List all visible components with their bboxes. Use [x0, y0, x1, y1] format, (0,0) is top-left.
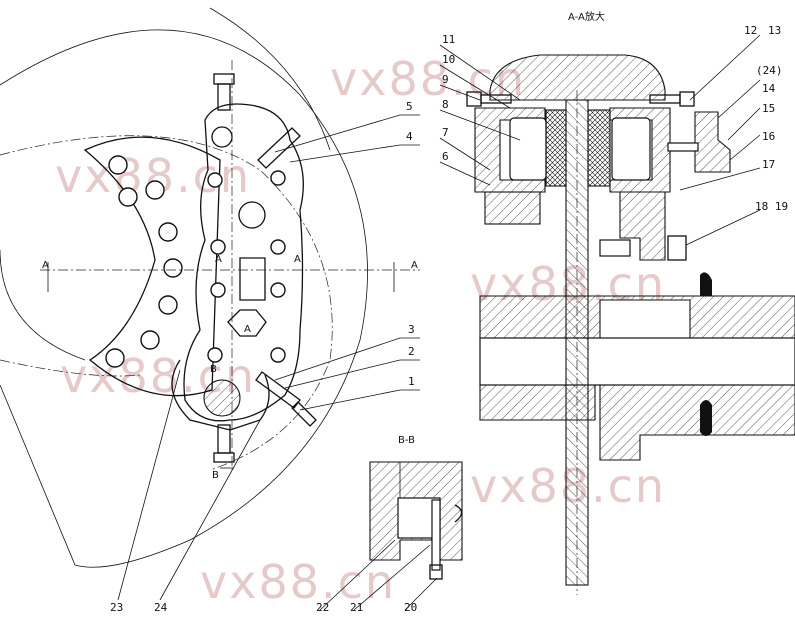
right-mount [619, 191, 666, 261]
callout-2: 2 [408, 345, 415, 358]
leader-lines-right [439, 34, 761, 246]
callout-23: 23 [110, 601, 123, 614]
flange-hole [163, 258, 183, 278]
left-mount [484, 191, 541, 225]
bolt-shank [649, 94, 681, 104]
section-marker-a-center: A [244, 324, 251, 335]
callout-18-19: 18 19 [755, 200, 788, 213]
caliper-bore [211, 126, 233, 148]
caliper-hole [270, 282, 286, 298]
callout-10: 10 [442, 53, 455, 66]
caliper-hole [210, 282, 226, 298]
callout-4: 4 [406, 130, 413, 143]
right-pad [587, 109, 611, 187]
seal-ring-top [700, 272, 712, 296]
seal-ring [700, 400, 712, 436]
callout-15: 15 [762, 102, 775, 115]
hex-nut [227, 309, 267, 337]
caliper-body [183, 103, 304, 422]
upper-fitting [257, 127, 301, 169]
watermark-text: vx88.cn [200, 555, 396, 609]
mount-bolt-head [667, 235, 687, 261]
pin-section [203, 379, 241, 417]
callout-9: 9 [442, 73, 449, 86]
flange-hole [108, 155, 128, 175]
front-view [0, 7, 420, 601]
section-marker-b-bottom: B [212, 470, 219, 481]
section-bb-title: B-B [398, 435, 415, 446]
callout-13: 13 [768, 24, 781, 37]
bottom-bolt-head [213, 452, 235, 463]
section-marker-b-top: B [210, 364, 217, 375]
flange-hole [118, 187, 138, 207]
leader-21 [353, 544, 431, 611]
callout-1: 1 [408, 375, 415, 388]
lower-fitting-tip [291, 401, 317, 427]
caliper-hole [210, 239, 226, 255]
section-aa-title: A-A放大 [568, 10, 605, 23]
left-piston [509, 117, 547, 181]
callout-21: 21 [350, 601, 363, 614]
callout-8: 8 [442, 98, 449, 111]
disc-pitch-circle [0, 135, 333, 471]
section-marker-a-inner-right: A [294, 254, 301, 265]
caliper-bridge [489, 54, 666, 101]
flange-hole [140, 330, 160, 350]
section-marker-a-right: A [411, 260, 418, 271]
axle-bore [479, 337, 795, 386]
center-slot [239, 257, 266, 301]
callout-5: 5 [406, 100, 413, 113]
callout-24-paren: (24) [756, 64, 783, 77]
bb-pin [431, 499, 441, 571]
bolt-shank [480, 94, 512, 104]
callout-17: 17 [762, 158, 775, 171]
callout-12: 12 [744, 24, 757, 37]
top-bolt-head [213, 73, 235, 85]
axle-lower-wall-right [599, 384, 795, 461]
caliper-lower-arm [171, 359, 270, 431]
leader-20 [404, 577, 438, 611]
caliper-hole [270, 347, 286, 363]
fitting-bore [667, 142, 699, 152]
section-marker-a-inner-left: A [215, 254, 222, 265]
lower-fitting [255, 371, 301, 409]
piston-bore [238, 201, 266, 229]
hub-inner-arc [0, 249, 86, 361]
section-aa-view [439, 34, 795, 595]
hub-flange [83, 136, 221, 397]
section-bb-view [319, 461, 463, 611]
callout-11: 11 [442, 33, 455, 46]
disc-outline [0, 29, 368, 568]
bleeder-fitting [694, 111, 731, 173]
callout-14: 14 [762, 82, 776, 95]
right-piston [611, 117, 651, 181]
callout-6: 6 [442, 150, 449, 163]
flange-hole [158, 295, 178, 315]
callout-16: 16 [762, 130, 775, 143]
caliper-hole [270, 239, 286, 255]
callout-20: 20 [404, 601, 417, 614]
leader-22 [319, 539, 396, 611]
callout-24: 24 [154, 601, 168, 614]
callout-22: 22 [316, 601, 329, 614]
center-arc [0, 359, 141, 377]
top-bolt-shank [217, 83, 231, 111]
section-marker-a-left: A [42, 260, 49, 271]
flange-hole [145, 180, 165, 200]
caliper-hole [207, 172, 223, 188]
callout-3: 3 [408, 323, 415, 336]
mount-bolt [599, 239, 631, 257]
caliper-hole [207, 347, 223, 363]
leader-lines [117, 114, 420, 601]
bb-clip [454, 504, 463, 523]
callout-7: 7 [442, 126, 449, 139]
bolt-head [679, 91, 695, 107]
flange-hole [158, 222, 178, 242]
caliper-hole [270, 170, 286, 186]
left-pad [545, 109, 567, 187]
flange-hole [105, 348, 125, 368]
disc-edge-arc [209, 7, 331, 151]
